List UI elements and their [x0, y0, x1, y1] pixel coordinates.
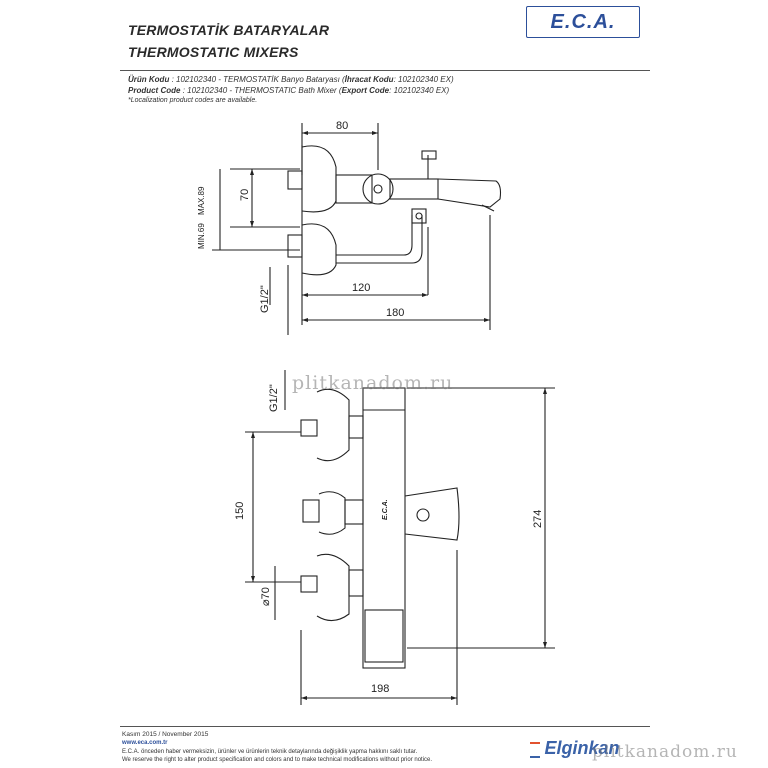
footer-divider: [120, 726, 650, 727]
watermark-center: plitkanadom.ru: [292, 372, 454, 394]
footer-date: Kasım 2015 / November 2015: [122, 731, 209, 738]
spec-text-tr: : 102102340 - TERMOSTATİK Banyo Bataryas…: [171, 75, 345, 84]
dim-max-89: MAX.89: [197, 186, 206, 215]
spec-label-tr: Ürün Kodu: [128, 75, 170, 84]
spec-export-label-tr: İhracat Kodu: [344, 75, 394, 84]
dim-180: 180: [386, 307, 404, 319]
spec-text-en: : 102102340 - THERMOSTATIC Bath Mixer (: [182, 86, 342, 95]
dim-70: 70: [239, 189, 251, 201]
header-divider: [120, 70, 650, 71]
title-turkish: TERMOSTATİK BATARYALAR: [128, 22, 330, 38]
title-english: THERMOSTATIC MIXERS: [128, 44, 299, 60]
side-view-drawing: 80 70 MAX.89 MIN.69 G1/2" 120 180: [197, 120, 502, 335]
spec-export-label-en: Export Code: [341, 86, 390, 95]
dim-198: 198: [371, 683, 389, 695]
footer-note-english: We reserve the right to alter product sp…: [122, 757, 433, 763]
spec-line-turkish: Ürün Kodu : 102102340 - TERMOSTATİK Bany…: [128, 75, 454, 84]
dim-120: 120: [352, 282, 370, 294]
spec-label-en: Product Code: [128, 86, 181, 95]
elginkan-mark-icon: [530, 741, 540, 758]
elginkan-brand: Elginkan: [544, 738, 620, 758]
front-view-drawing: G1/2" 150 ⌀70 274 198 E.C.A.: [234, 370, 555, 705]
eca-logo: E.C.A.: [526, 6, 640, 38]
dim-diameter-70: ⌀70: [260, 587, 272, 606]
spec-line-english: Product Code : 102102340 - THERMOSTATIC …: [128, 86, 449, 95]
dim-150: 150: [234, 502, 246, 520]
elginkan-logo: Elginkan: [530, 738, 619, 759]
footer-note-turkish: E.C.A. önceden haber vermeksizin, ürünle…: [122, 749, 418, 755]
watermark-footer: plitkanadom.ru: [592, 742, 738, 762]
dim-274: 274: [532, 510, 544, 528]
dim-g12-top: G1/2": [259, 285, 271, 313]
footer-url: www.eca.com.tr: [122, 740, 168, 746]
dim-g12-front: G1/2": [268, 384, 280, 412]
dim-80: 80: [336, 120, 348, 132]
spec-tail-tr: : 102102340 EX): [393, 75, 454, 84]
eca-logo-text: E.C.A.: [550, 11, 616, 33]
body-eca-logo: E.C.A.: [382, 499, 389, 520]
dim-min-69: MIN.69: [197, 223, 206, 249]
spec-tail-en: : 102102340 EX): [389, 86, 450, 95]
spec-localization-note: *Localization product codes are availabl…: [128, 97, 258, 104]
